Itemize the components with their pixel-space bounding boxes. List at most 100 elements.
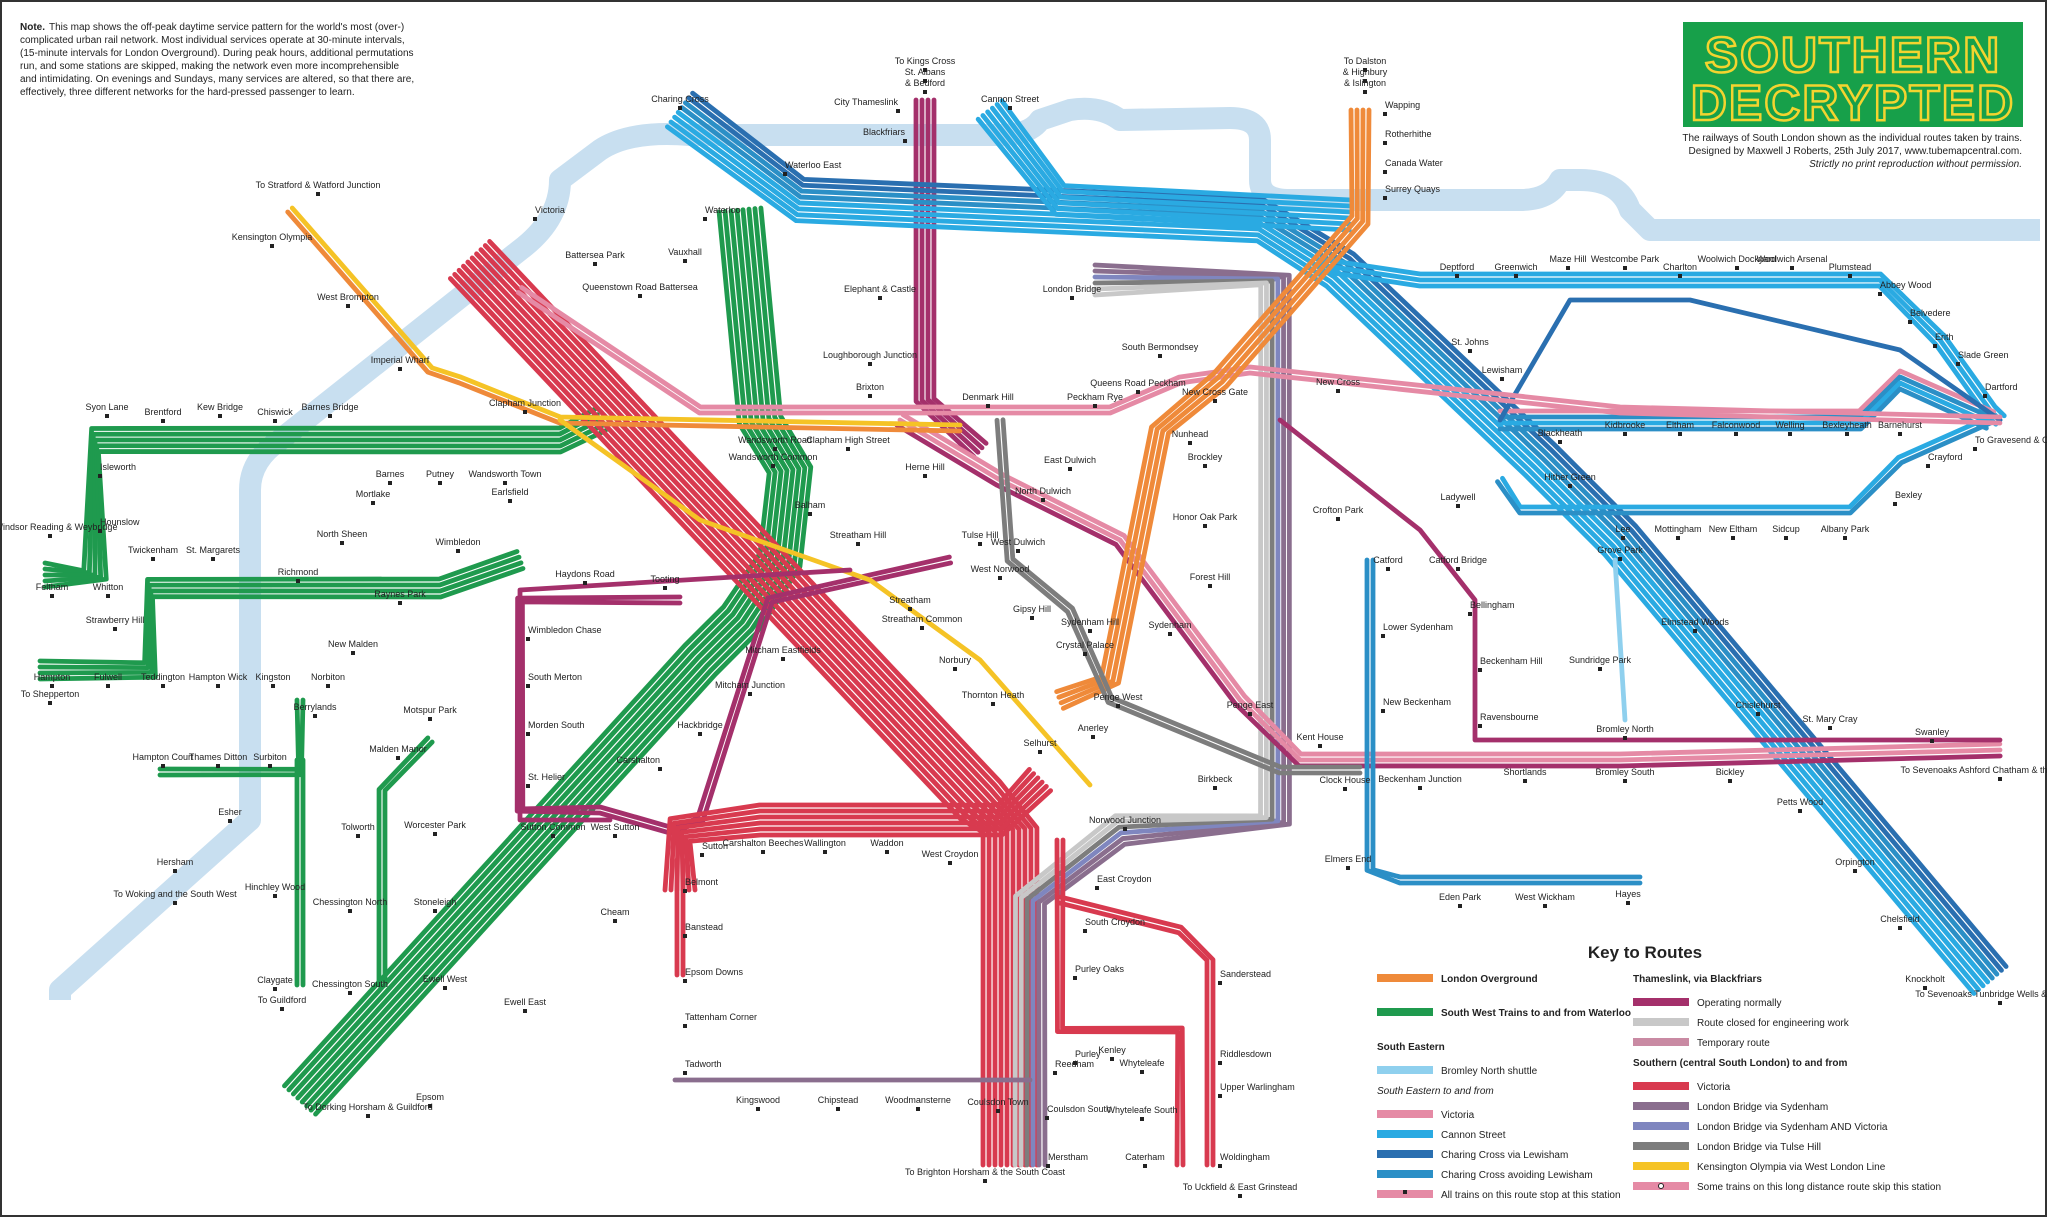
- stop-to-stratford: [316, 192, 320, 196]
- stop-elmstead-woods: [1693, 629, 1697, 633]
- stop-falconwood: [1734, 432, 1738, 436]
- stop-welling: [1788, 432, 1792, 436]
- station-label-wallington: Wallington: [804, 838, 846, 848]
- stop-st-albans: [923, 79, 927, 83]
- station-label-whyteleafe-south: Whyteleafe South: [1106, 1105, 1177, 1115]
- stop-chislehurst: [1756, 712, 1760, 716]
- route-thameslink-catford: [1277, 417, 2003, 743]
- route-thameslink-wimbledon: [517, 567, 853, 823]
- station-label-chessington-north: Chessington North: [313, 897, 388, 907]
- station-label-thames-ditton: Thames Ditton: [189, 752, 248, 762]
- route-swt-kingston-line-2: [37, 554, 522, 670]
- stop-syon-lane: [105, 414, 109, 418]
- route-hayes-line-2: [1364, 557, 1643, 886]
- route-caterham-line-2: [1054, 837, 1181, 1168]
- route-bexleyheath-line-1: [1497, 368, 1997, 415]
- stop-hither-green: [1568, 484, 1572, 488]
- river-thames: [49, 97, 2040, 1001]
- stop-swanley: [1930, 739, 1934, 743]
- station-label-riddlesdown: Riddlesdown: [1220, 1049, 1272, 1059]
- station-label-putney: Putney: [426, 469, 455, 479]
- stop-to-sevenoaks-ashford: [1998, 777, 2002, 781]
- stop-eden-park: [1458, 904, 1462, 908]
- station-label-streatham-hill: Streatham Hill: [830, 530, 887, 540]
- stop-riddlesdown: [1218, 1061, 1222, 1065]
- route-swt-kingston-line-1: [37, 549, 520, 666]
- route-west-croydon-line-1: [662, 766, 1032, 893]
- stop-gipsy-hill: [1030, 616, 1034, 620]
- stop-sundridge-park: [1598, 667, 1602, 671]
- station-label-west-croydon: West Croydon: [922, 849, 979, 859]
- station-label-selhurst: Selhurst: [1023, 738, 1057, 748]
- route-hayes-line-1: [1370, 557, 1643, 880]
- stop-hackbridge: [698, 732, 702, 736]
- station-label-nunhead: Nunhead: [1172, 429, 1209, 439]
- station-label-hinchley-wood: Hinchley Wood: [245, 882, 305, 892]
- stop-crystal-palace: [1083, 652, 1087, 656]
- key-left-item-7-swatch: [1377, 1130, 1433, 1138]
- stop-woodmansterne: [916, 1107, 920, 1111]
- note-label: Note.: [20, 22, 45, 33]
- station-label-lewisham: Lewisham: [1482, 365, 1523, 375]
- stop-morden-south: [526, 732, 530, 736]
- stop-strawberry-hill: [113, 627, 117, 631]
- station-label-blackheath: Blackheath: [1538, 428, 1583, 438]
- station-label-esher: Esher: [218, 807, 242, 817]
- route-southern-lb-line-3: [1030, 274, 1281, 1168]
- route-sidcup-line-2: [1495, 420, 1994, 516]
- key-right-item-1-heading: Thameslink, via Blackfriars: [1633, 974, 1762, 985]
- stop-south-croydon: [1083, 929, 1087, 933]
- stop-wimbledon: [456, 549, 460, 553]
- stop-whyteleafe-south: [1140, 1117, 1144, 1121]
- stop-lower-sydenham: [1381, 634, 1385, 638]
- stop-west-dulwich: [1016, 549, 1020, 553]
- station-label-petts-wood: Petts Wood: [1777, 797, 1823, 807]
- station-label-bexley: Bexley: [1895, 490, 1923, 500]
- route-swt-chessington-line-1: [376, 735, 431, 988]
- route-cannon-street-line-5: [980, 113, 1352, 227]
- station-label-westcombe-park: Westcombe Park: [1591, 254, 1660, 264]
- station-label-chelsfield: Chelsfield: [1880, 914, 1920, 924]
- stop-chiswick: [273, 419, 277, 423]
- station-label-streatham-common: Streatham Common: [882, 614, 963, 624]
- station-label-haydons-road: Haydons Road: [555, 569, 615, 579]
- stop-surbiton: [268, 764, 272, 768]
- stop-catford: [1386, 567, 1390, 571]
- station-label-west-wickham: West Wickham: [1515, 892, 1575, 902]
- stop-clapham-junction: [523, 410, 527, 414]
- stop-carshalton-beeches: [761, 850, 765, 854]
- route-swt-guildford: [294, 757, 306, 988]
- route-overground-west-line-2: [285, 209, 963, 434]
- stop-waterloo: [703, 217, 707, 221]
- stop-waddon: [885, 850, 889, 854]
- route-charing-cross-line-7: [668, 119, 1981, 993]
- stop-to-kings-cross: [923, 68, 927, 72]
- route-hayes: [1364, 557, 1643, 886]
- route-swt-kingston-line-4: [37, 566, 526, 682]
- station-label-to-gravesend: To Gravesend & Chatham: [1975, 435, 2047, 445]
- route-swt-main-line-6: [304, 206, 802, 1109]
- station-label-purley-oaks: Purley Oaks: [1075, 964, 1125, 974]
- station-label-fulwell: Fulwell: [94, 672, 122, 682]
- station-label-north-dulwich: North Dulwich: [1015, 486, 1071, 496]
- route-bexleyheath-line-3: [1497, 380, 1992, 426]
- stop-to-brighton: [983, 1179, 987, 1183]
- route-west-croydon-line-6: [687, 788, 1054, 893]
- stop-to-uckfield: [1238, 1194, 1242, 1198]
- station-label-west-sutton: West Sutton: [591, 822, 640, 832]
- stop-surrey-quays: [1383, 196, 1387, 200]
- stop-mortlake: [371, 501, 375, 505]
- stop-ewell-west: [443, 986, 447, 990]
- note-line-1: This map shows the off-peak daytime serv…: [49, 22, 404, 33]
- key-left-item-1-swatch: [1377, 974, 1433, 982]
- station-label-surrey-quays: Surrey Quays: [1385, 184, 1441, 194]
- stop-slade-green: [1956, 362, 1960, 366]
- note-line-2: complicated urban rail network. Most ind…: [20, 35, 405, 46]
- stop-worcester-park: [433, 832, 437, 836]
- station-label-tolworth: Tolworth: [341, 822, 375, 832]
- route-sidcup: [1495, 414, 1994, 516]
- station-label-catford-bridge: Catford Bridge: [1429, 555, 1487, 565]
- stop-greenwich: [1514, 274, 1518, 278]
- stop-kingswood: [756, 1107, 760, 1111]
